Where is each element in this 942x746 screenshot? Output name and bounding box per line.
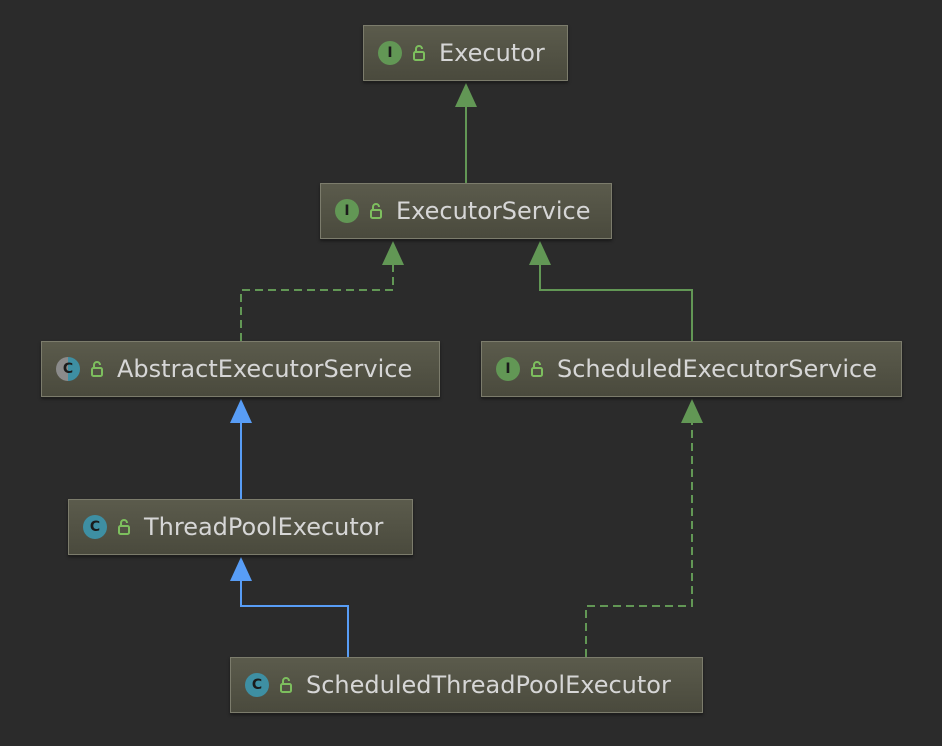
public-lock-icon — [280, 677, 292, 693]
edge-abstract-executor-service-to-executor-service — [240, 265, 394, 341]
interface-icon: I — [335, 199, 359, 223]
public-lock-icon — [118, 519, 130, 535]
edge-scheduled-thread-pool-executor-to-thread-pool-executor — [240, 581, 349, 657]
edge-scheduled-executor-service-to-executor-service — [539, 265, 693, 341]
node-executor[interactable]: I Executor — [363, 25, 568, 81]
public-lock-icon — [370, 203, 382, 219]
abstract-class-icon: C — [56, 357, 80, 381]
node-scheduled-thread-pool-executor[interactable]: C ScheduledThreadPoolExecutor — [230, 657, 703, 713]
arrowhead-scheduled-executor-service-to-executor-service — [529, 241, 551, 265]
arrowhead-thread-pool-executor-to-abstract-executor-service — [230, 399, 252, 423]
interface-icon: I — [496, 357, 520, 381]
edge-scheduled-thread-pool-executor-to-scheduled-executor-service — [585, 423, 693, 657]
arrowhead-scheduled-thread-pool-executor-to-thread-pool-executor — [230, 557, 252, 581]
arrowhead-executor-service-to-executor — [455, 83, 477, 107]
node-label: Executor — [439, 39, 545, 67]
public-lock-icon — [91, 361, 103, 377]
interface-icon: I — [378, 41, 402, 65]
node-abstract-executor-service[interactable]: C AbstractExecutorService — [41, 341, 440, 397]
node-scheduled-executor-service[interactable]: I ScheduledExecutorService — [481, 341, 902, 397]
arrowhead-scheduled-thread-pool-executor-to-scheduled-executor-service — [681, 399, 703, 423]
node-label: ThreadPoolExecutor — [144, 513, 384, 541]
arrowhead-abstract-executor-service-to-executor-service — [382, 241, 404, 265]
node-label: ExecutorService — [396, 197, 591, 225]
class-icon: C — [245, 673, 269, 697]
public-lock-icon — [531, 361, 543, 377]
public-lock-icon — [413, 45, 425, 61]
class-icon: C — [83, 515, 107, 539]
node-label: AbstractExecutorService — [117, 355, 413, 383]
node-label: ScheduledThreadPoolExecutor — [306, 671, 671, 699]
node-thread-pool-executor[interactable]: C ThreadPoolExecutor — [68, 499, 413, 555]
node-executor-service[interactable]: I ExecutorService — [320, 183, 612, 239]
node-label: ScheduledExecutorService — [557, 355, 877, 383]
